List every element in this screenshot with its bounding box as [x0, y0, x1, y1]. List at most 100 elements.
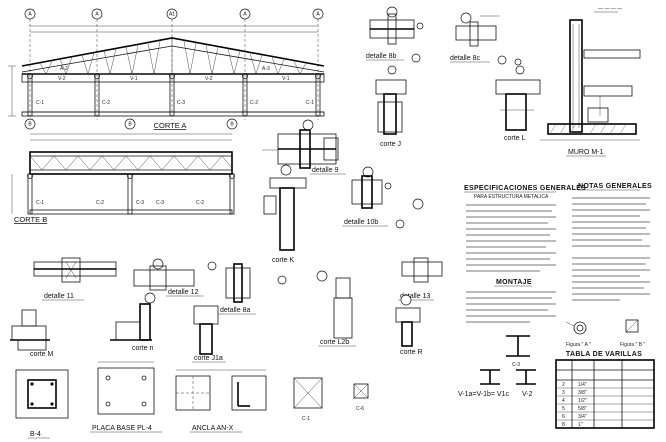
- v2-label: V-2: [522, 391, 533, 398]
- axis-label: B: [230, 121, 234, 127]
- detalle-10b-label: detalle 10b: [344, 219, 378, 226]
- v-beams: V-1a=V-1b= V1c V-2: [458, 369, 536, 398]
- table-cell: 3: [562, 390, 565, 396]
- notas-text-lines: [572, 197, 650, 301]
- detalle-8c: detalle 8c: [450, 12, 522, 66]
- c6-label: C-6: [356, 406, 364, 412]
- ancla-anx: ANCLA AN-X: [175, 369, 267, 433]
- detalle-8b-label: detalle 8b: [366, 53, 396, 60]
- corte-k: corte K: [263, 164, 307, 264]
- column-label: C-2: [96, 200, 104, 206]
- axis-top-3: A1: [166, 8, 178, 20]
- corte-r: corte R: [395, 294, 423, 356]
- detalle-8c-label: detalle 8c: [450, 55, 480, 62]
- corte-l-label: corte L: [504, 135, 526, 142]
- axis-label: B: [128, 121, 132, 127]
- b4-plate: B-4: [15, 369, 69, 439]
- svg-text:— — — —: — — — —: [598, 6, 622, 12]
- table-cell: 3/8": [578, 390, 587, 396]
- table-cell: 6: [562, 414, 565, 420]
- table-cell: 1": [578, 422, 583, 428]
- montaje-text-lines: [466, 291, 556, 323]
- column-label: C-3: [136, 200, 144, 206]
- figura-b-label: Figura " B ": [620, 342, 645, 348]
- column-label: C-1: [306, 100, 314, 106]
- detalle-12-label: detalle 12: [168, 289, 198, 296]
- figura-b: Figura " B ": [620, 319, 645, 348]
- specifications-block: ESPECIFICACIONES GENERALES PARA ESTRUCTU…: [464, 185, 586, 323]
- table-title: TABLA DE VARILLAS: [566, 351, 642, 358]
- corte-b-elevation: B B B C-1 C-2 C-3 C-3 C-2 CORTE B: [11, 118, 238, 224]
- detalle-10b: detalle 10b: [342, 166, 424, 229]
- corte-j-label: corte J: [380, 141, 401, 148]
- muro-m1: — — — — MURO M-1: [540, 6, 641, 157]
- corte-b-title: CORTE B: [14, 215, 47, 224]
- member-label: A-2: [60, 66, 68, 72]
- placa-base-pl4: PLACA BASE PL-4: [90, 361, 162, 433]
- specs-subtitle: PARA ESTRUCTURA METALICA: [474, 194, 549, 200]
- table-cell: 5/8": [578, 406, 587, 412]
- detail-corte-l2b: corte L2b: [316, 270, 356, 347]
- member-label: V-1: [130, 76, 138, 82]
- member-label: V-1: [282, 76, 290, 82]
- corte-a-title: CORTE A: [154, 121, 187, 130]
- column-label: C-2: [196, 200, 204, 206]
- b4-label: B-4: [30, 431, 41, 438]
- detalle-13-label: detalle 13: [400, 293, 430, 300]
- detalle-8a-label: detalle 8a: [220, 307, 250, 314]
- corte-j: corte J: [375, 65, 407, 148]
- detalle-8b: detalle 8b: [366, 6, 424, 63]
- table-cell: 2: [562, 382, 565, 388]
- table-cell: 3/4": [578, 414, 587, 420]
- specs-title: ESPECIFICACIONES GENERALES: [464, 185, 586, 192]
- table-cell: 4: [562, 398, 565, 404]
- corte-m: corte M: [10, 309, 54, 358]
- corte-k-label: corte K: [272, 257, 295, 264]
- notas-title: NOTAS GENERALES: [578, 183, 652, 190]
- corte-n-label: corte n: [132, 345, 154, 352]
- table-cell: 8: [562, 422, 565, 428]
- column-label: C-1: [36, 200, 44, 206]
- corte-a-elevation: A A A1 A A: [8, 8, 325, 130]
- placa-base-label: PLACA BASE PL-4: [92, 425, 152, 432]
- c3-section: C-3: [506, 335, 530, 368]
- corte-l2b-label: corte L2b: [320, 339, 349, 346]
- detalle-8a: detalle 8a: [218, 263, 287, 315]
- c3-label: C-3: [512, 362, 520, 368]
- member-label: A-3: [262, 66, 270, 72]
- detalle-9-label: detalle 9: [312, 167, 339, 174]
- corte-j1a-label: corte J1a: [194, 355, 223, 362]
- axis-label: B: [28, 121, 32, 127]
- muro-m1-label: MURO M-1: [568, 149, 603, 156]
- detalle-9: detalle 9: [262, 119, 346, 175]
- table-cell: 1/4": [578, 382, 587, 388]
- detalle-13: detalle 13: [398, 257, 443, 301]
- axis-top-1: A: [24, 8, 36, 20]
- member-label: V-2: [205, 76, 213, 82]
- column-label: C-1: [36, 100, 44, 106]
- corte-m-label: corte M: [30, 351, 54, 358]
- axis-label: A: [243, 11, 247, 17]
- axis-top-4: A: [239, 8, 251, 20]
- column-label: C-2: [250, 100, 258, 106]
- column-label: C-3: [156, 200, 164, 206]
- column-label: C-3: [177, 100, 185, 106]
- corte-r-label: corte R: [400, 349, 423, 356]
- axis-label: A: [28, 11, 32, 17]
- specs-text-lines: [466, 204, 556, 272]
- c1-column: C-1: [293, 377, 323, 422]
- axis-top-2: A: [91, 8, 103, 20]
- table-cell: 1/2": [578, 398, 587, 404]
- axis-label: A: [95, 11, 99, 17]
- ancla-label: ANCLA AN-X: [192, 425, 234, 432]
- axis-label: A1: [169, 11, 175, 17]
- figura-a-label: Figura " A ": [566, 342, 591, 348]
- detalle-12: detalle 12: [133, 258, 217, 297]
- montaje-title: MONTAJE: [496, 279, 532, 286]
- tabla-varillas: TABLA DE VARILLAS 2 1/4" 3 3/8" 4 1/2" 5…: [555, 351, 655, 429]
- figura-a: Figura " A ": [565, 321, 591, 348]
- notas-generales-block: NOTAS GENERALES: [572, 183, 652, 301]
- corte-l: corte L: [495, 65, 541, 142]
- detalle-11: detalle 11: [33, 257, 117, 301]
- corte-j1a: corte J1a: [192, 305, 226, 363]
